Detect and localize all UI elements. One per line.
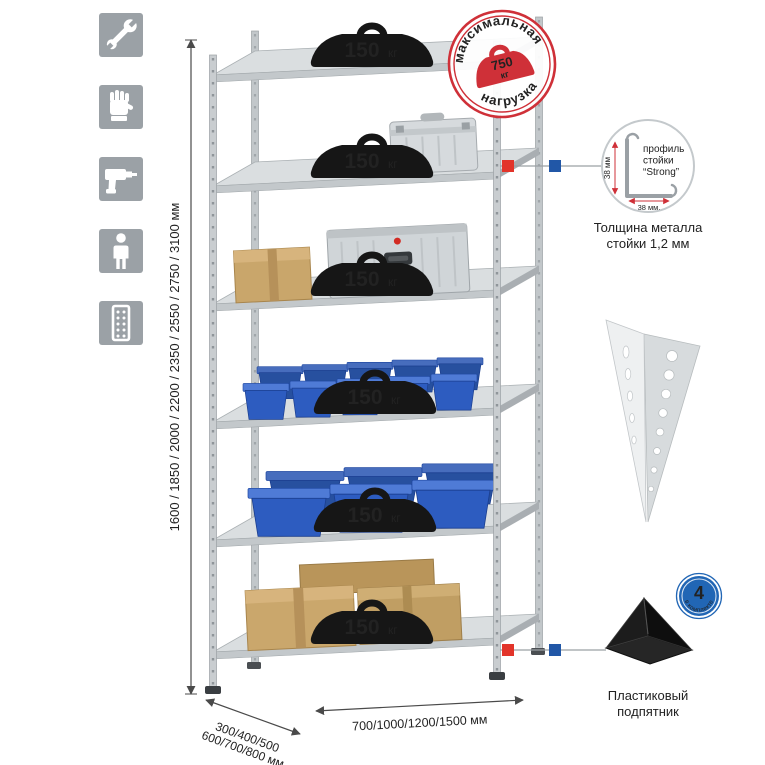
person-icon [99, 229, 143, 273]
profile-diagram: 38 мм 38 мм. профиль стойки “Strong” [603, 132, 684, 212]
kit-badge: 4 в комплекте [675, 572, 723, 620]
shelf-load-badge-1 [311, 26, 433, 67]
kit-badge-value: 4 [694, 583, 704, 603]
rack-foot [205, 686, 221, 694]
max-load-stamp: максимальная нагрузка 750 кг [442, 2, 557, 119]
corner-post-image [605, 319, 701, 523]
callout-top [500, 160, 602, 172]
aluminium-case-large [326, 223, 471, 299]
foot-caption-line2: подпятник [617, 704, 679, 719]
profile-label-2: стойки [643, 156, 674, 167]
depth-dimension: 300/400/500 600/700/800 мм [200, 698, 301, 765]
height-dimension: 1600 / 1850 / 2000 / 2200 / 2350 / 2550 … [167, 39, 197, 695]
rack-foot [489, 672, 505, 680]
cardboard-box [232, 246, 313, 304]
stamp-weight: 750 кг [476, 44, 535, 89]
callout-bottom [500, 644, 606, 656]
rack-icon [99, 301, 143, 345]
foot-caption-line1: Пластиковый [608, 688, 688, 703]
marker-red-square [502, 160, 514, 172]
marker-red-square [502, 644, 514, 656]
profile-caption-line2: стойки 1,2 мм [607, 236, 690, 251]
drill-icon [99, 157, 143, 201]
feature-icon-column [99, 13, 143, 345]
shelving-rack [205, 16, 545, 694]
rack-foot [531, 648, 545, 655]
stamp-value: 750 [490, 54, 515, 74]
height-values: 1600 / 1850 / 2000 / 2200 / 2350 / 2550 … [167, 203, 182, 532]
profile-dim-vertical: 38 мм [603, 157, 612, 179]
rack-foot [247, 662, 261, 669]
post-holes [647, 350, 678, 493]
width-values: 700/1000/1200/1500 мм [352, 712, 488, 733]
profile-label-3: “Strong” [643, 167, 679, 178]
marker-blue-square [549, 644, 561, 656]
width-dimension: 700/1000/1200/1500 мм [315, 695, 524, 734]
profile-caption-line1: Толщина металла [594, 220, 703, 235]
marker-blue-square [549, 160, 561, 172]
post-slots [622, 345, 637, 445]
gloves-icon [99, 85, 143, 129]
wrench-icon [99, 13, 143, 57]
profile-callout: 38 мм 38 мм. профиль стойки “Strong” Тол… [594, 119, 703, 251]
plastic-foot-image: 4 в комплекте Пластиковый подпятник [604, 572, 723, 719]
stamp-unit: кг [499, 69, 510, 81]
profile-label-1: профиль [643, 143, 684, 155]
profile-dim-horizontal: 38 мм. [638, 203, 661, 212]
